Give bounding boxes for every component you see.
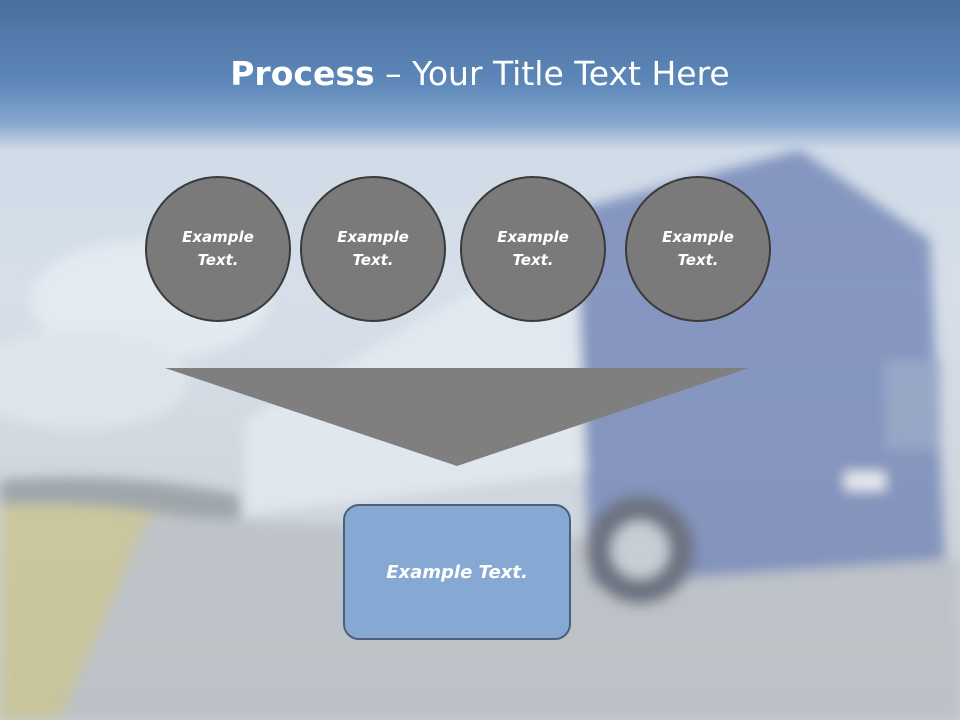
process-circle-3: Example Text. [460, 176, 606, 322]
funnel-triangle [165, 368, 749, 466]
funnel-arrow [165, 368, 749, 466]
circle-label-1: Example Text. [182, 228, 254, 269]
circle-label-4: Example Text. [662, 228, 734, 269]
title-bold: Process [230, 54, 375, 93]
process-circle-1: Example Text. [145, 176, 291, 322]
result-label: Example Text. [386, 561, 528, 583]
title-rest: – Your Title Text Here [374, 54, 730, 93]
circle-label-3: Example Text. [497, 228, 569, 269]
process-circle-4: Example Text. [625, 176, 771, 322]
title-band [0, 0, 960, 150]
circle-label-2: Example Text. [337, 228, 409, 269]
process-circle-2: Example Text. [300, 176, 446, 322]
result-box: Example Text. [343, 504, 571, 640]
slide-title: Process – Your Title Text Here [0, 52, 960, 96]
